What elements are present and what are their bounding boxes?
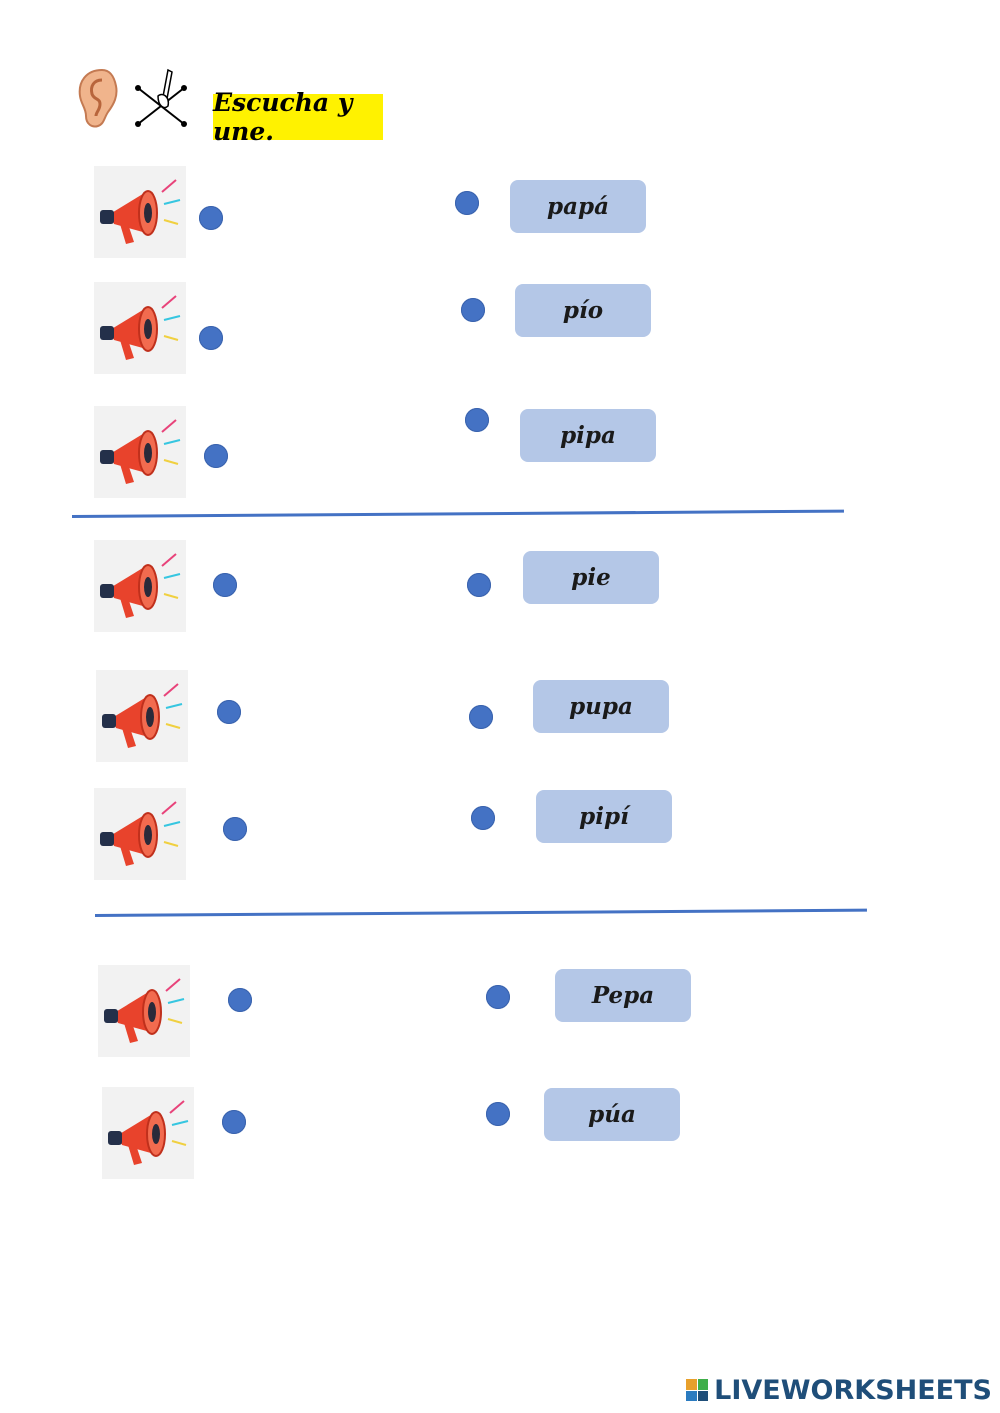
speaker-button-3[interactable] — [94, 406, 186, 498]
word-card-8: púa — [544, 1088, 680, 1141]
right-connector-dot-6[interactable] — [471, 806, 495, 830]
left-connector-dot-6[interactable] — [223, 817, 247, 841]
megaphone-icon — [100, 419, 181, 484]
left-connector-dot-4[interactable] — [213, 573, 237, 597]
left-connector-dot-7[interactable] — [228, 988, 252, 1012]
section-divider-2 — [94, 908, 867, 917]
left-connector-dot-3[interactable] — [204, 444, 228, 468]
megaphone-icon — [104, 978, 185, 1043]
speaker-button-6[interactable] — [94, 788, 186, 880]
right-connector-dot-7[interactable] — [486, 985, 510, 1009]
right-connector-dot-4[interactable] — [467, 573, 491, 597]
section-divider-1 — [71, 509, 844, 518]
left-connector-dot-1[interactable] — [199, 206, 223, 230]
liveworksheets-brand: LIVEWORKSHEETS — [686, 1374, 992, 1406]
speaker-button-8[interactable] — [102, 1087, 194, 1179]
megaphone-icon — [102, 683, 183, 748]
speaker-button-7[interactable] — [98, 965, 190, 1057]
megaphone-icon — [100, 553, 181, 618]
word-card-6: pipí — [536, 790, 672, 843]
right-connector-dot-1[interactable] — [455, 191, 479, 215]
right-connector-dot-5[interactable] — [469, 705, 493, 729]
speaker-button-2[interactable] — [94, 282, 186, 374]
liveworksheets-logo-icon — [686, 1379, 709, 1401]
speaker-button-1[interactable] — [94, 166, 186, 258]
left-connector-dot-8[interactable] — [222, 1110, 246, 1134]
right-connector-dot-8[interactable] — [486, 1102, 510, 1126]
megaphone-icon — [100, 179, 181, 244]
word-card-3: pipa — [520, 409, 656, 462]
word-card-4: pie — [523, 551, 659, 604]
speaker-button-5[interactable] — [96, 670, 188, 762]
left-connector-dot-5[interactable] — [217, 700, 241, 724]
word-card-5: pupa — [533, 680, 669, 733]
megaphone-icon — [100, 801, 181, 866]
brand-name: LIVEWORKSHEETS — [714, 1374, 992, 1406]
word-card-2: pío — [515, 284, 651, 337]
megaphone-icon — [108, 1100, 189, 1165]
right-connector-dot-2[interactable] — [461, 298, 485, 322]
left-connector-dot-2[interactable] — [199, 326, 223, 350]
word-card-1: papá — [510, 180, 646, 233]
speaker-button-4[interactable] — [94, 540, 186, 632]
megaphone-icon — [100, 295, 181, 360]
right-connector-dot-3[interactable] — [465, 408, 489, 432]
activity-title: Escucha y une. — [213, 88, 383, 146]
word-card-7: Pepa — [555, 969, 691, 1022]
connect-dots-pencil-icon — [132, 66, 192, 130]
ear-icon — [72, 66, 124, 130]
